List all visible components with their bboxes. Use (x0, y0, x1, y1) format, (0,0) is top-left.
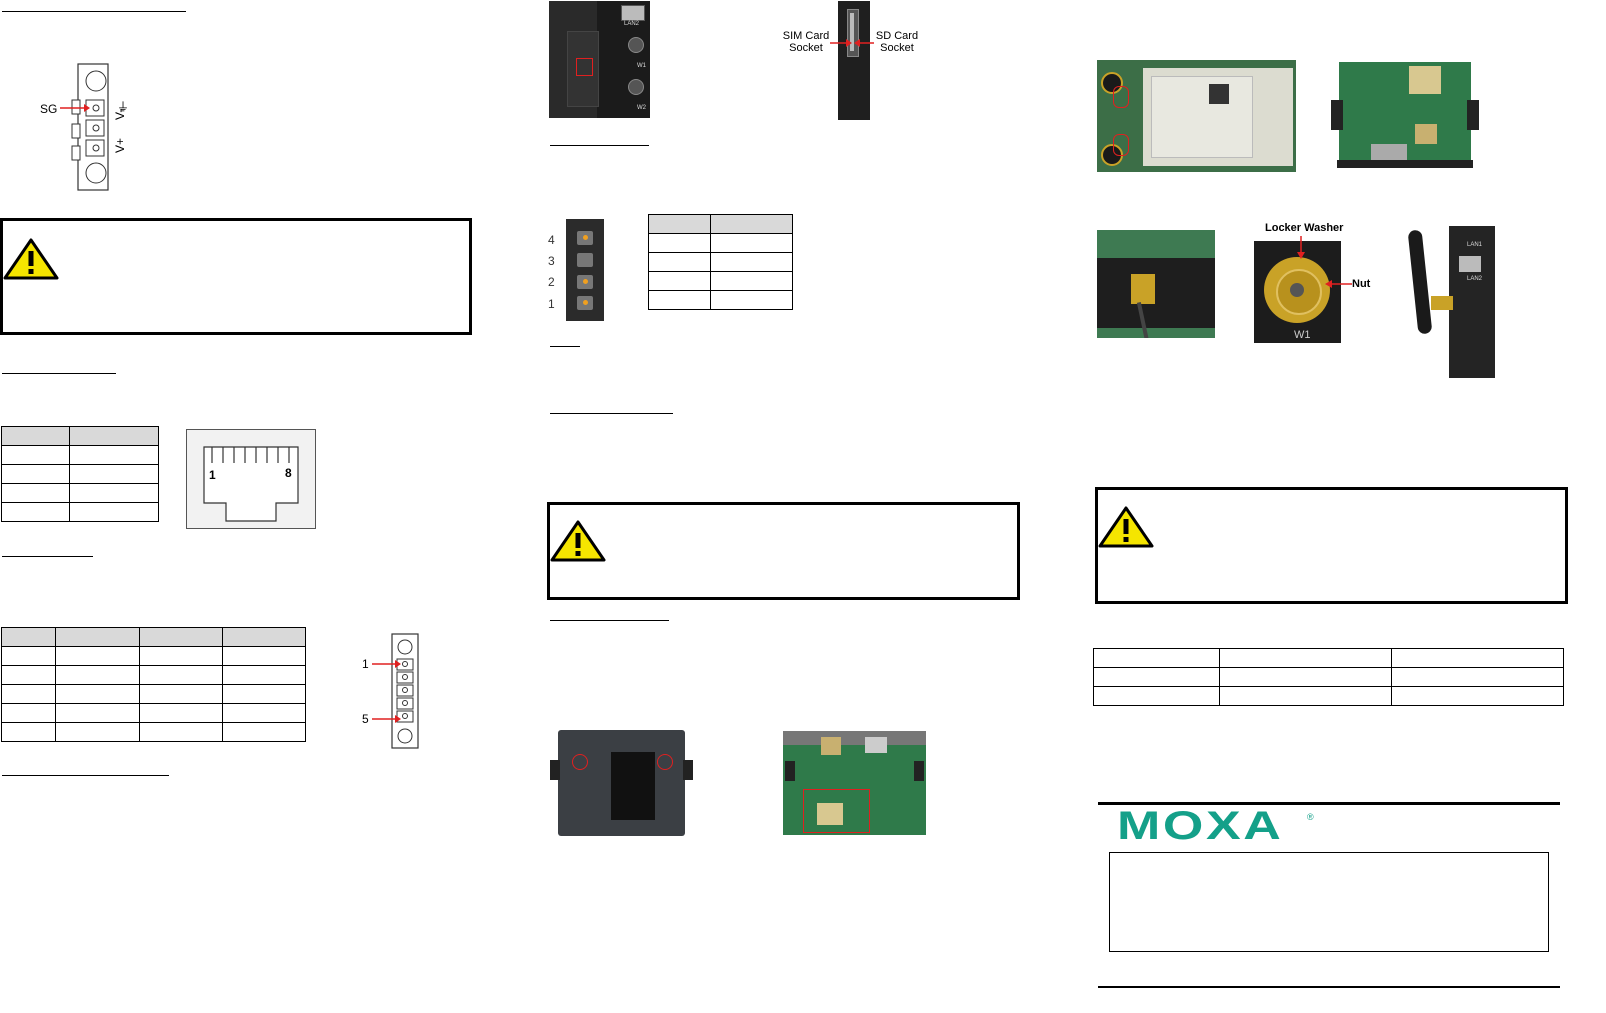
contact-box (1109, 852, 1549, 952)
heading-underline (2, 373, 116, 374)
heading-underline (550, 145, 649, 146)
rj45-diagram (186, 429, 316, 529)
warning-icon (1098, 506, 1154, 548)
vplus-label: V+ (113, 137, 127, 153)
rj45-pin8-label: 8 (285, 466, 292, 480)
footer-rule-top (1098, 802, 1560, 805)
w1-label: W1 (637, 63, 646, 69)
locker-washer-label: Locker Washer (1265, 222, 1344, 234)
led-number-2: 2 (548, 275, 555, 289)
connector-marker (1113, 134, 1129, 156)
sd-socket-label-line2: Socket (880, 42, 914, 54)
installed-antenna-photo: LAN1 LAN2 (1407, 226, 1495, 378)
serial-terminal-svg (372, 633, 419, 749)
board-topview-photo (1331, 60, 1479, 172)
vminus-label: V- (113, 108, 127, 120)
serial-pin1-label: 1 (362, 657, 369, 671)
sim-slot-marker (576, 58, 593, 76)
sg-label: SG (40, 102, 58, 116)
warning-box (1095, 487, 1568, 604)
lan2-label: LAN2 (1467, 276, 1483, 282)
socket-arrows (830, 39, 874, 47)
warning-box (0, 218, 472, 335)
heading-underline (550, 413, 673, 414)
registered-mark: ® (1307, 812, 1314, 822)
led-indicator (577, 296, 593, 310)
warning-box (547, 502, 1020, 600)
footer-rule-bottom (1098, 986, 1560, 988)
rj45-pin1-label: 1 (209, 468, 216, 482)
led-panel (566, 219, 604, 321)
screw-marker (572, 754, 588, 770)
front-panel-photo: LAN2 W1 W2 (549, 1, 650, 118)
module-marker (803, 789, 870, 833)
power-terminal-diagram (38, 62, 138, 192)
heading-underline (550, 346, 580, 347)
warning-icon (550, 520, 606, 562)
serial-pin5-label: 5 (362, 712, 369, 726)
led-table (648, 214, 793, 310)
spec-table-3col (1093, 648, 1564, 706)
heading-underline (550, 620, 669, 621)
heading-underline (2, 11, 186, 12)
lan1-label: LAN1 (1467, 242, 1483, 248)
led-indicator (577, 231, 593, 245)
sim-socket-label-line1: SIM Card (782, 30, 830, 42)
led-number-4: 4 (548, 233, 555, 247)
spec-table (1, 426, 159, 522)
antenna-mount-photo (1097, 230, 1215, 338)
led-number-3: 3 (548, 254, 555, 268)
module-closeup-photo (1097, 60, 1296, 172)
w1-port-label: W1 (1294, 329, 1311, 341)
nut-label: Nut (1352, 278, 1371, 290)
nut-arrow (1325, 280, 1352, 288)
led-number-1: 1 (548, 297, 555, 311)
bottom-cover-photo (550, 730, 693, 836)
sd-socket-label-line1: SD Card (875, 30, 919, 42)
led-indicator (577, 275, 593, 289)
card-socket-photo (838, 1, 870, 120)
lan2-label: LAN2 (624, 21, 640, 27)
sim-socket-label-line2: Socket (789, 42, 823, 54)
washer-arrow (1297, 236, 1305, 259)
ground-label-icon: ⏚ (117, 100, 130, 114)
serial-terminal-diagram (360, 632, 430, 750)
antenna-port-w1 (628, 37, 644, 53)
led-indicator (577, 253, 593, 267)
pinout-table (1, 627, 306, 742)
w2-label: W2 (637, 105, 646, 111)
antenna-port-w2 (628, 79, 644, 95)
screw-marker (657, 754, 673, 770)
board-photo (783, 731, 926, 835)
heading-underline (2, 775, 169, 776)
connector-marker (1113, 86, 1129, 108)
rj45-svg (186, 429, 316, 529)
heading-underline (2, 556, 93, 557)
power-terminal-svg (60, 63, 109, 191)
locker-washer-photo: W1 (1254, 241, 1341, 343)
warning-icon (3, 238, 59, 280)
moxa-logo: MOXA ® (1117, 804, 1314, 848)
moxa-logo-text: MOXA (1117, 804, 1284, 848)
